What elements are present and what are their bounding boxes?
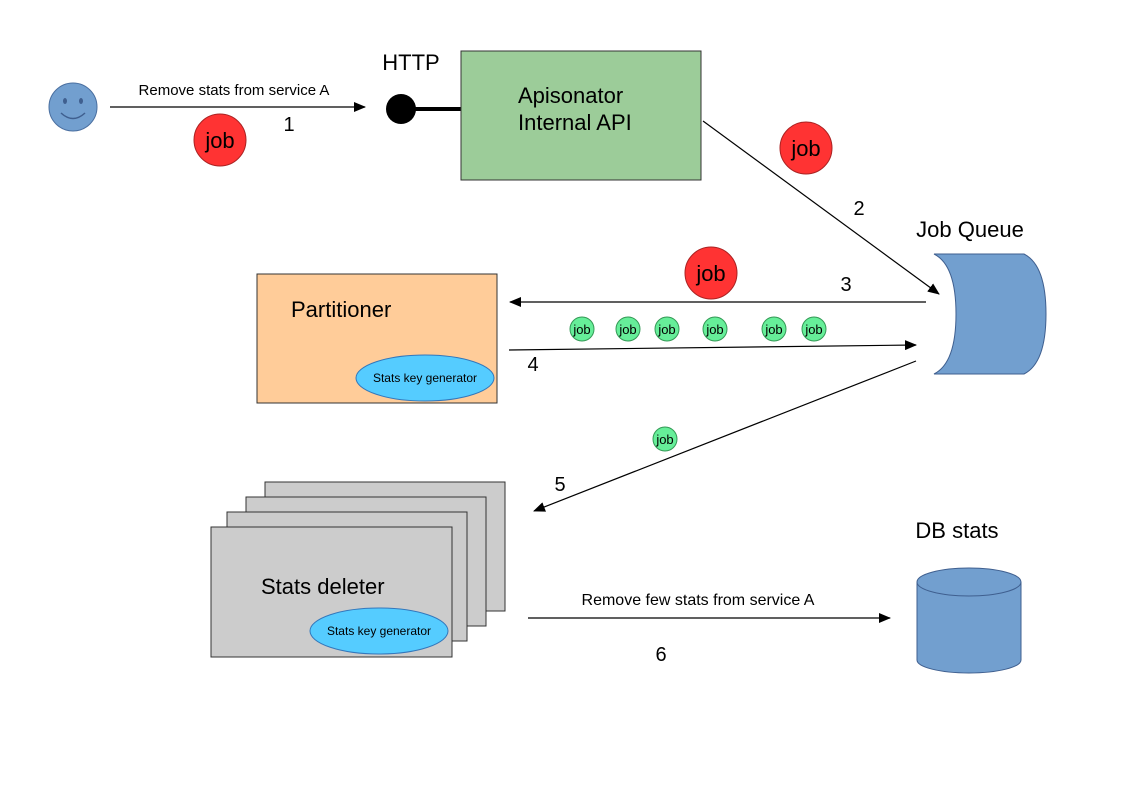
job-token-label: job bbox=[695, 261, 725, 286]
job-token-green: job bbox=[652, 426, 678, 452]
apisonator-subtitle: Internal API bbox=[518, 110, 632, 135]
job-queue-cylinder-icon bbox=[933, 253, 1047, 375]
arrow-3-step: 3 bbox=[840, 274, 851, 296]
arrow-1-label: Remove stats from service A bbox=[139, 82, 330, 99]
partitioner-keygen-ellipse bbox=[355, 354, 495, 402]
arrow-4 bbox=[508, 340, 917, 351]
job-queue-label: Job Queue bbox=[916, 217, 1024, 242]
arrow-2-step: 2 bbox=[853, 198, 864, 220]
job-token-label: job bbox=[804, 322, 822, 337]
job-token-label: job bbox=[705, 322, 723, 337]
job-token-label: job bbox=[655, 432, 673, 447]
arrow-4-step: 4 bbox=[527, 354, 538, 376]
arrow-1-step: 1 bbox=[283, 114, 294, 136]
arrow-5 bbox=[533, 360, 917, 512]
smiley-user-icon bbox=[48, 82, 98, 132]
db-stats-label: DB stats bbox=[915, 518, 998, 543]
apisonator-box bbox=[460, 50, 702, 181]
database-cylinder-icon bbox=[916, 567, 1022, 674]
job-token-red: job bbox=[193, 113, 247, 167]
job-token-red: job bbox=[684, 246, 738, 300]
job-token-green: job bbox=[569, 316, 595, 342]
arrow-2 bbox=[702, 120, 940, 295]
deleter-keygen-label: Stats key generator bbox=[327, 624, 431, 638]
job-token-label: job bbox=[618, 322, 636, 337]
job-token-green: job bbox=[654, 316, 680, 342]
http-label: HTTP bbox=[382, 50, 439, 75]
partitioner-keygen-label: Stats key generator bbox=[373, 371, 477, 385]
job-token-green: job bbox=[615, 316, 641, 342]
arrow-5-step: 5 bbox=[554, 474, 565, 496]
job-token-label: job bbox=[657, 322, 675, 337]
arrow-6-step: 6 bbox=[655, 644, 666, 666]
deleter-keygen-ellipse bbox=[309, 607, 449, 655]
partitioner-title: Partitioner bbox=[291, 297, 391, 322]
job-token-green: job bbox=[761, 316, 787, 342]
job-token-green: job bbox=[801, 316, 827, 342]
job-token-label: job bbox=[764, 322, 782, 337]
job-token-label: job bbox=[790, 136, 820, 161]
arrow-6-label: Remove few stats from service A bbox=[582, 592, 815, 609]
apisonator-title: Apisonator bbox=[518, 83, 623, 108]
job-token-green: job bbox=[702, 316, 728, 342]
job-token-red: job bbox=[779, 121, 833, 175]
stats-deleter-title: Stats deleter bbox=[261, 574, 385, 599]
job-token-label: job bbox=[572, 322, 590, 337]
job-token-label: job bbox=[204, 128, 234, 153]
http-endpoint-icon bbox=[386, 94, 416, 124]
